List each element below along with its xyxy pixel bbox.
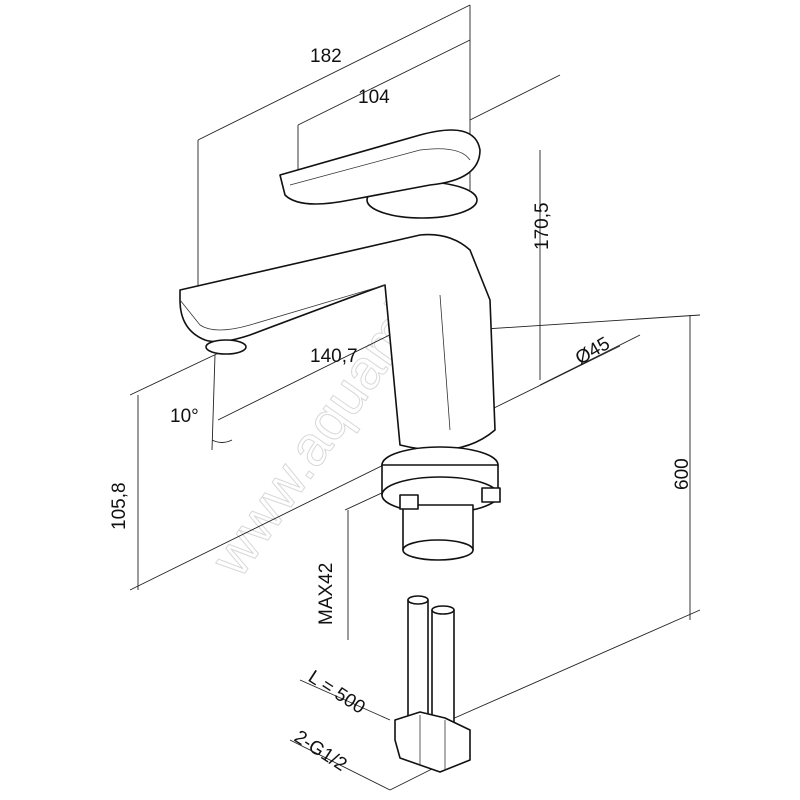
dim-spout-height: 105,8 (109, 482, 130, 530)
dim-spout-reach: 140,7 (310, 346, 358, 367)
dimension-lines (129, 4, 701, 791)
mounting-hardware (381, 446, 501, 561)
dim-hose-length: L = 500 (304, 667, 368, 719)
dim-overall-length: 182 (310, 46, 342, 67)
dim-total-height: 600 (672, 458, 693, 490)
dim-base-diameter: Ø45 (572, 333, 614, 369)
dim-max-countertop: MAX42 (316, 563, 337, 625)
dim-spout-angle: 10° (170, 406, 199, 427)
dim-handle-length: 104 (358, 87, 390, 108)
faucet-body (179, 233, 496, 451)
dim-body-height: 170,5 (532, 202, 553, 250)
aerator (205, 339, 247, 355)
handle (279, 129, 481, 219)
dim-connection: 2-G1/2 (290, 727, 350, 776)
supply-hoses (394, 595, 471, 773)
